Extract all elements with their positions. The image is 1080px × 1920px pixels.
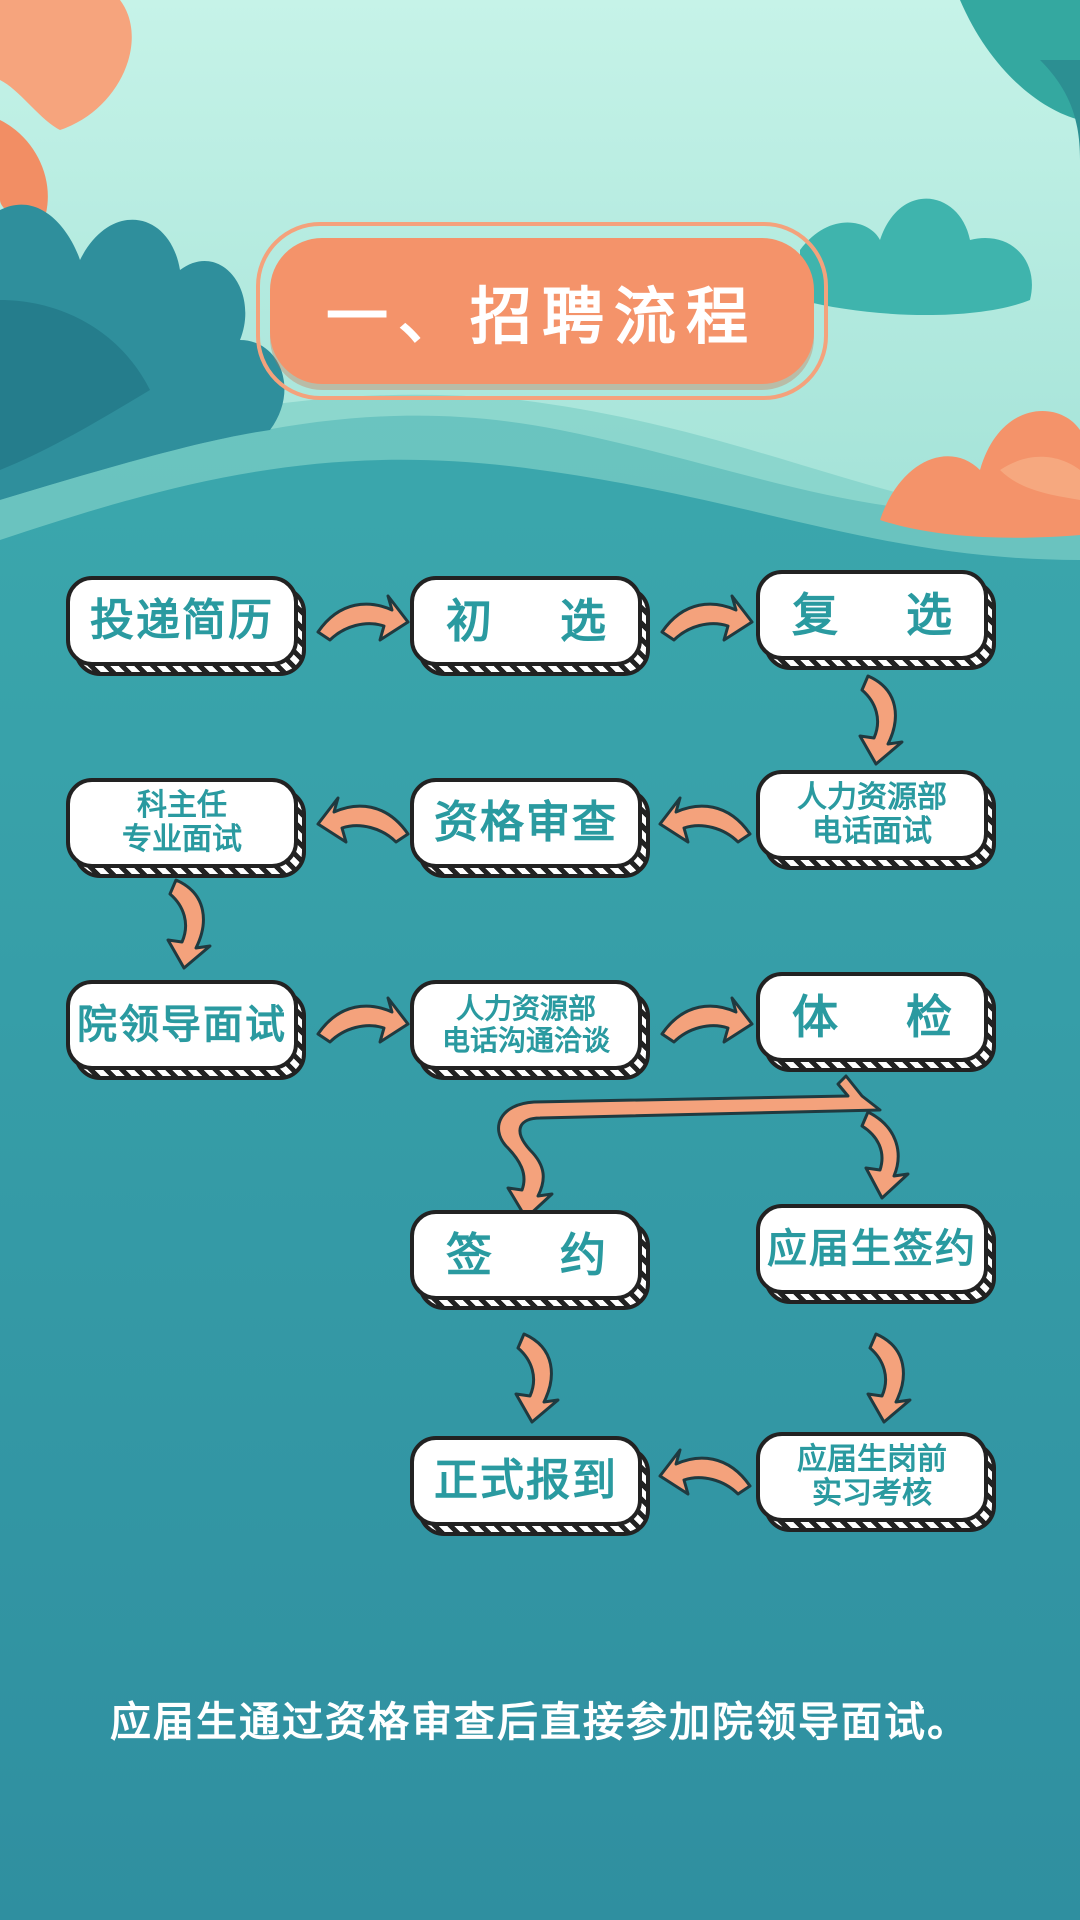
step-label: 院领导面试 bbox=[66, 980, 298, 1070]
step-hr-phone-interview: 人力资源部 电话面试 bbox=[756, 770, 996, 870]
step-label: 复 选 bbox=[756, 570, 988, 660]
title-frame bbox=[256, 222, 828, 400]
step-sign-contract: 签 约 bbox=[410, 1210, 650, 1310]
step-label: 资格审查 bbox=[410, 778, 642, 868]
step-formal-report: 正式报到 bbox=[410, 1436, 650, 1536]
step-label: 应届生签约 bbox=[756, 1204, 988, 1294]
footnote: 应届生通过资格审查后直接参加院领导面试。 bbox=[110, 1698, 970, 1746]
step-graduate-sign-contract: 应届生签约 bbox=[756, 1204, 996, 1304]
step-hr-phone-negotiation: 人力资源部 电话沟通洽谈 bbox=[410, 980, 650, 1080]
step-label: 签 约 bbox=[410, 1210, 642, 1300]
step-physical-exam: 体 检 bbox=[756, 972, 996, 1072]
step-label: 应届生岗前 实习考核 bbox=[756, 1432, 988, 1522]
step-department-director-interview: 科主任 专业面试 bbox=[66, 778, 306, 878]
step-label: 人力资源部 电话沟通洽谈 bbox=[410, 980, 642, 1070]
step-graduate-internship-assessment: 应届生岗前 实习考核 bbox=[756, 1432, 996, 1532]
step-second-screening: 复 选 bbox=[756, 570, 996, 670]
page-title: 一、招聘流程 bbox=[270, 238, 814, 384]
step-qualification-review: 资格审查 bbox=[410, 778, 650, 878]
step-submit-resume: 投递简历 bbox=[66, 576, 306, 676]
step-label: 体 检 bbox=[756, 972, 988, 1062]
step-label: 人力资源部 电话面试 bbox=[756, 770, 988, 860]
step-label: 初 选 bbox=[410, 576, 642, 666]
step-initial-screening: 初 选 bbox=[410, 576, 650, 676]
step-label: 科主任 专业面试 bbox=[66, 778, 298, 868]
step-label: 投递简历 bbox=[66, 576, 298, 666]
step-hospital-leader-interview: 院领导面试 bbox=[66, 980, 306, 1080]
step-label: 正式报到 bbox=[410, 1436, 642, 1526]
